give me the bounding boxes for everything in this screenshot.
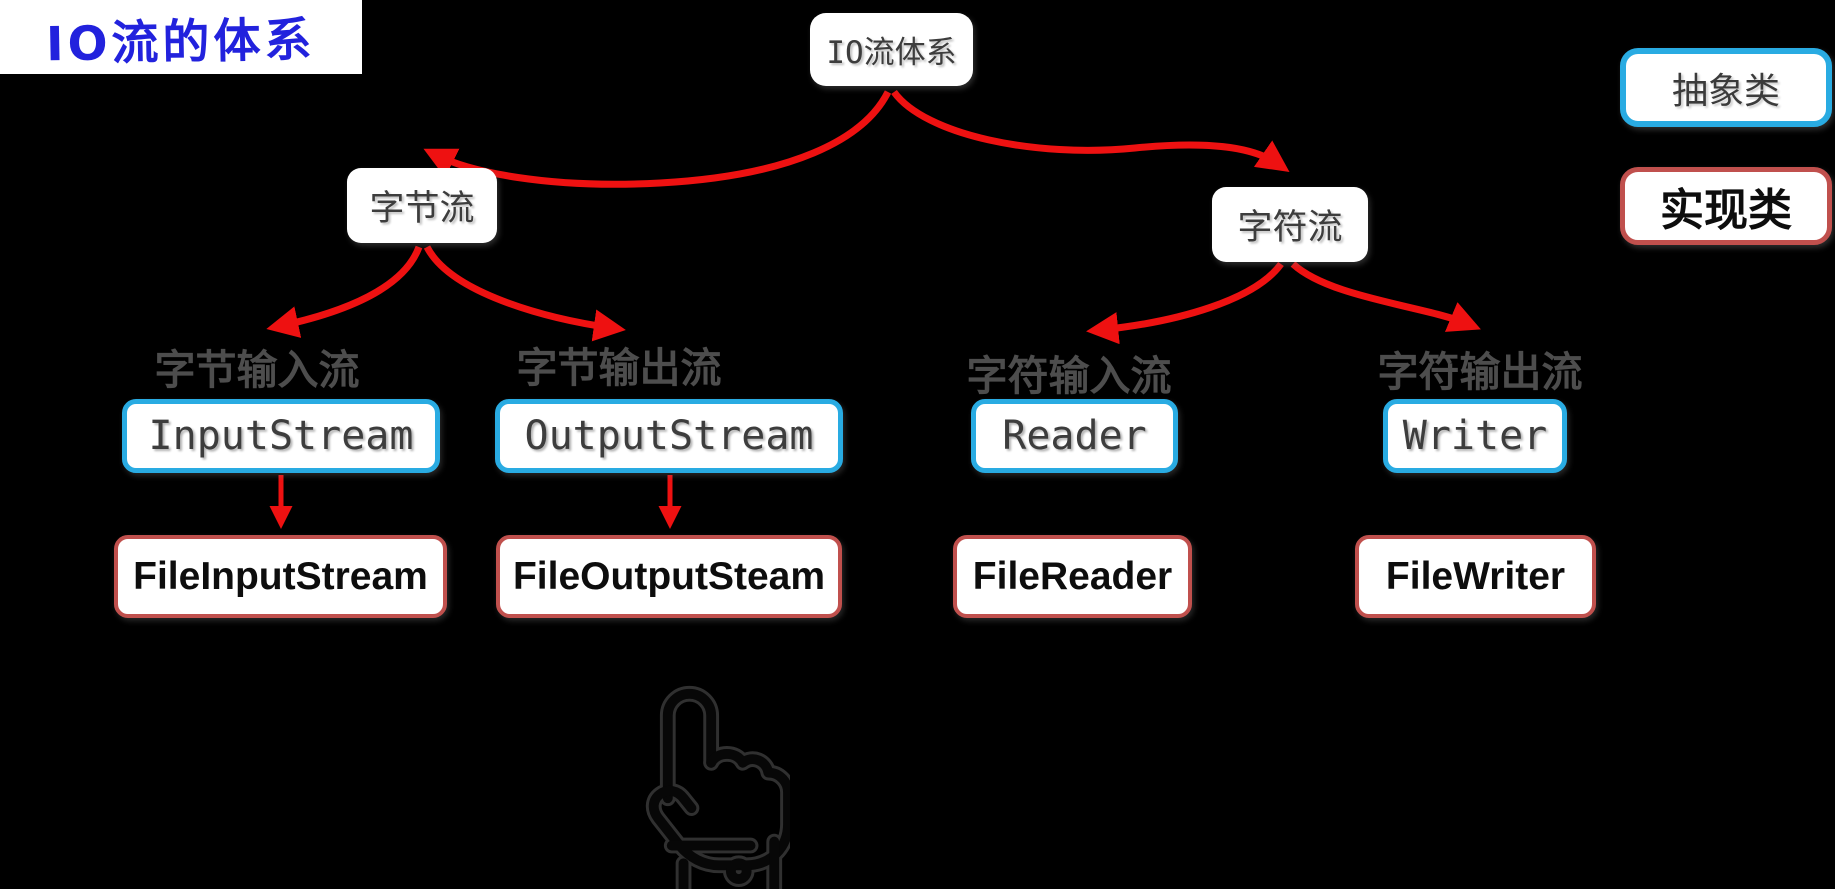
legend-abstract-class: 抽象类 — [1620, 48, 1832, 127]
byte-output-category-label: 字节输出流 — [516, 345, 722, 391]
root-node: IO流体系 — [810, 13, 973, 86]
tap-hand-icon — [645, 685, 790, 889]
char-input-category-label: 字符输入流 — [966, 353, 1172, 399]
inputstream-label: InputStream — [148, 413, 414, 459]
root-node-label: IO流体系 — [826, 35, 957, 71]
arrow-root-to-byte-branch — [423, 90, 892, 188]
filewriter-box: FileWriter — [1355, 535, 1596, 618]
fileinputstream-label: FileInputStream — [133, 554, 428, 598]
page-title-box: IO流的体系 — [0, 0, 362, 74]
arrow-root-to-char-branch — [891, 89, 1290, 172]
arrow-byte-to-input-label — [266, 245, 423, 338]
legend-implementation-class: 实现类 — [1620, 167, 1832, 245]
arrow-char-to-input-label — [1086, 261, 1284, 345]
outputstream-label: OutputStream — [524, 413, 814, 459]
legend-implementation-label: 实现类 — [1660, 186, 1792, 235]
arrow-byte-to-output-label — [423, 245, 626, 342]
outputstream-box: OutputStream — [495, 399, 843, 473]
char-stream-label: 字符流 — [1237, 208, 1343, 247]
filereader-box: FileReader — [953, 535, 1192, 618]
reader-label: Reader — [1002, 413, 1147, 459]
char-output-category-label: 字符输出流 — [1377, 349, 1583, 395]
reader-box: Reader — [971, 399, 1178, 473]
byte-stream-label: 字节流 — [369, 189, 475, 228]
writer-box: Writer — [1383, 399, 1567, 473]
char-stream-node: 字符流 — [1212, 187, 1368, 262]
byte-input-category-label: 字节输入流 — [154, 347, 360, 393]
fileinputstream-box: FileInputStream — [114, 535, 447, 618]
inputstream-box: InputStream — [122, 399, 440, 473]
fileoutputsteam-box: FileOutputSteam — [496, 535, 842, 618]
filewriter-label: FileWriter — [1385, 554, 1566, 598]
writer-label: Writer — [1402, 413, 1548, 459]
arrow-char-to-output-label — [1290, 261, 1481, 332]
page-title: IO流的体系 — [45, 12, 317, 72]
filereader-label: FileReader — [972, 554, 1173, 598]
fileoutputsteam-label: FileOutputSteam — [512, 554, 826, 598]
legend-abstract-label: 抽象类 — [1671, 69, 1780, 111]
byte-stream-node: 字节流 — [347, 168, 497, 243]
